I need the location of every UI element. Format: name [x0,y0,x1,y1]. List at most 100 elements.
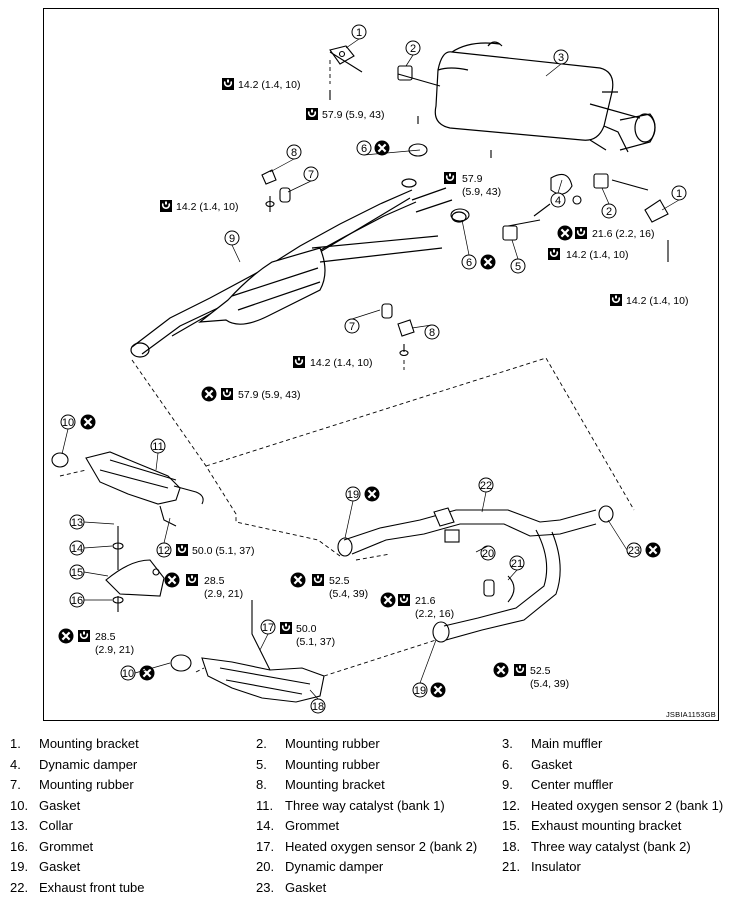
exhaust-system-diagram: 14.2 (1.4, 10) 57.9 (5.9, 43) 57.9 (5.9,… [51,24,716,719]
legend-label: Mounting bracket [285,777,385,792]
legend-label: Three way catalyst (bank 2) [531,838,691,854]
svg-text:10: 10 [122,668,134,680]
svg-text:16: 16 [71,595,83,607]
legend-label: Main muffler [531,736,603,751]
svg-text:7: 7 [308,169,314,181]
never-reuse-icons [57,139,662,699]
torque-label: 28.5 [204,575,225,587]
torque-label: 14.2 (1.4, 10) [566,249,628,261]
callout-1a: 1 [351,24,367,40]
figure-code: JSBIA1153GB [666,710,716,719]
legend-label: Mounting rubber [285,736,380,751]
legend-label: Grommet [285,818,340,833]
svg-text:19: 19 [347,489,359,501]
svg-text:12: 12 [158,545,170,557]
svg-text:19: 19 [414,685,426,697]
torque-label: 50.0 (5.1, 37) [192,545,254,557]
callout-15: 15 [69,564,85,580]
legend-number: 12. [502,797,521,813]
legend-number: 7. [10,777,21,792]
callout-7b: 7 [344,318,360,334]
svg-text:8: 8 [291,147,297,159]
callout-10a: 10 [60,414,76,430]
svg-text:2: 2 [606,206,612,218]
svg-text:21: 21 [511,558,523,570]
legend-label: Heated oxygen sensor 2 (bank 1) [531,797,724,813]
legend-number: 4. [10,756,21,772]
callout-14: 14 [69,540,85,556]
legend-label: Gasket [39,797,81,813]
torque-label: 21.6 [415,595,436,607]
legend-label: Center muffler [531,777,614,792]
legend-number: 20. [256,859,275,874]
callout-10b: 10 [120,665,136,681]
svg-text:6: 6 [466,257,472,269]
torque-label: (2.2, 16) [415,608,454,620]
torque-label: 28.5 [95,631,116,643]
legend-number: 14. [256,818,275,833]
svg-text:20: 20 [482,548,494,560]
callout-7a: 7 [303,166,319,182]
legend-label: Dynamic damper [39,756,138,772]
callout-9: 9 [224,230,240,246]
svg-text:3: 3 [558,52,564,64]
callout-22: 22 [478,477,494,493]
leader-lines [61,38,680,700]
svg-text:1: 1 [356,27,362,39]
callout-23: 23 [626,542,642,558]
exhaust-mounting-bracket [105,526,165,612]
torque-label: 50.0 [296,623,317,635]
legend-number: 19. [10,859,29,874]
svg-text:18: 18 [312,701,324,713]
legend-number: 22. [10,879,29,895]
svg-text:4: 4 [555,195,561,207]
center-muffler [130,178,467,358]
legend-number: 16. [10,838,29,854]
legend-number: 6. [502,756,513,772]
svg-text:23: 23 [628,545,640,557]
legend-label: Gasket [285,879,327,895]
torque-label: 14.2 (1.4, 10) [176,201,238,213]
torque-label: (5.4, 39) [329,588,368,600]
main-muffler [434,41,656,153]
svg-text:1: 1 [676,188,682,200]
legend-number: 15. [502,818,521,833]
legend-label: Gasket [531,756,573,772]
three-way-catalyst-bank2 [170,600,325,703]
callout-19a: 19 [345,486,361,502]
svg-text:11: 11 [152,441,163,453]
torque-specs: 14.2 (1.4, 10) 57.9 (5.9, 43) 57.9 (5.9,… [77,77,688,690]
callout-11: 11 [150,438,166,454]
exhaust-front-tube [337,505,614,643]
legend-number: 3. [502,736,513,751]
legend-label: Exhaust front tube [39,879,145,895]
torque-label: (5.9, 43) [462,186,501,198]
callout-12: 12 [156,542,172,558]
legend-label: Grommet [39,838,94,854]
torque-label: 14.2 (1.4, 10) [310,357,372,369]
legend-label: Mounting rubber [285,756,380,772]
legend-number: 9. [502,777,513,792]
legend-number: 10. [10,797,29,813]
torque-label: 52.5 [329,575,350,587]
torque-label: (2.9, 21) [95,644,134,656]
torque-label: 14.2 (1.4, 10) [626,295,688,307]
connection-lines [59,60,635,677]
callout-17: 17 [260,619,276,635]
callout-16: 16 [69,592,85,608]
legend-label: Collar [39,818,73,833]
callout-8b: 8 [424,324,440,340]
torque-label: 52.5 [530,665,551,677]
svg-text:2: 2 [410,43,416,55]
svg-text:5: 5 [515,261,521,273]
callout-4: 4 [550,192,566,208]
svg-text:10: 10 [62,417,74,429]
diagram-frame [43,8,719,721]
callout-18: 18 [310,698,326,714]
legend-label: Three way catalyst (bank 1) [285,797,445,813]
callout-8a: 8 [286,144,302,160]
svg-text:14: 14 [71,543,83,555]
legend-number: 8. [256,777,267,792]
torque-label: (2.9, 21) [204,588,243,600]
torque-label: 57.9 (5.9, 43) [322,109,384,121]
